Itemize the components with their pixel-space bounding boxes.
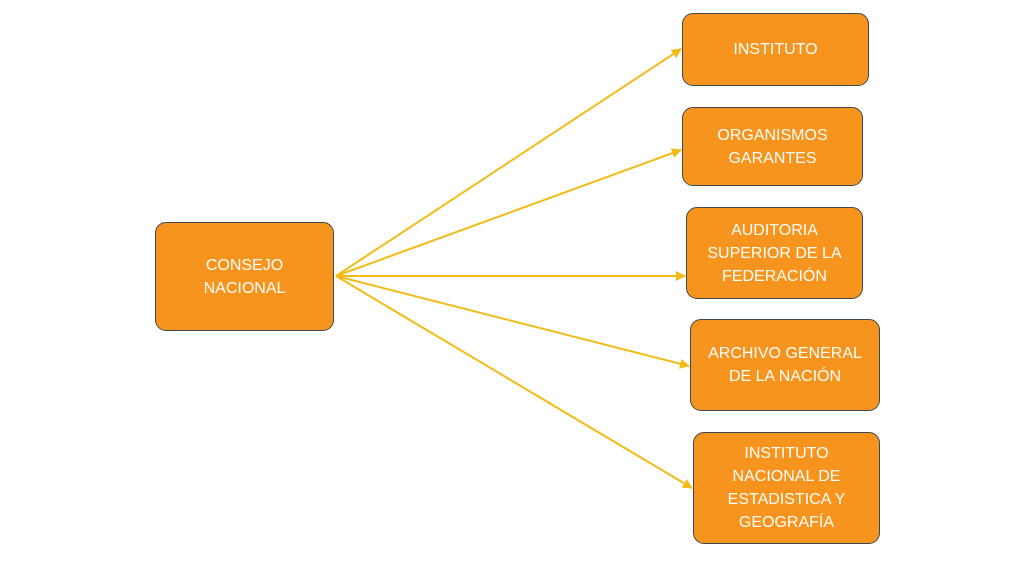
connector-arrow-organismos-garantes (335, 148, 682, 277)
node-archivo-general-label: ARCHIVO GENERAL DE LA NACIÓN (708, 345, 862, 385)
node-organismos-garantes-label: ORGANISMOS GARANTES (717, 126, 828, 167)
node-auditoria-superior: AUDITORIA SUPERIOR DE LA FEDERACIÓN (686, 207, 863, 299)
node-archivo-general: ARCHIVO GENERAL DE LA NACIÓN (690, 319, 880, 411)
node-instituto: INSTITUTO (682, 13, 869, 86)
connector-arrow-archivo-general (335, 275, 690, 369)
node-instituto-label: INSTITUTO (733, 41, 818, 58)
node-inegi: INSTITUTO NACIONAL DE ESTADISTICA Y GEOG… (693, 432, 880, 544)
node-organismos-garantes: ORGANISMOS GARANTES (682, 107, 863, 186)
connector-arrow-instituto (335, 48, 682, 277)
connector-arrow-inegi (335, 275, 693, 489)
node-auditoria-superior-label: AUDITORIA SUPERIOR DE LA FEDERACIÓN (707, 221, 842, 285)
node-consejo-nacional: CONSEJO NACIONAL (155, 222, 334, 331)
node-consejo-nacional-label: CONSEJO NACIONAL (203, 256, 286, 297)
node-inegi-label: INSTITUTO NACIONAL DE ESTADISTICA Y GEOG… (727, 445, 846, 531)
